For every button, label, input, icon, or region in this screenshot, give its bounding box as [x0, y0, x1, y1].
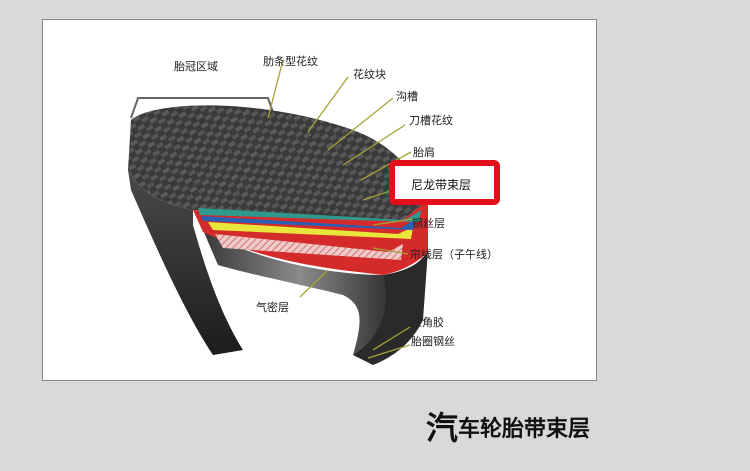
label-shoulder: 胎肩 [413, 146, 435, 159]
label-block-pattern: 花纹块 [353, 68, 386, 81]
label-sipe-pattern: 刀槽花纹 [409, 114, 453, 127]
highlight-box: 尼龙带束层 [389, 160, 500, 205]
tire-cross-section-illustration [43, 20, 597, 381]
label-rib-pattern: 肋条型花纹 [263, 55, 318, 68]
caption-title: 汽车轮胎带束层 [426, 403, 590, 449]
label-tread-area: 胎冠区域 [174, 60, 218, 73]
label-nylon-belt: 尼龙带束层 [411, 176, 471, 193]
label-apex: 三角胶 [411, 316, 444, 329]
label-bead-wire: 胎圈钢丝 [411, 335, 455, 348]
caption-rest: 车轮胎带束层 [458, 417, 590, 442]
label-ply: 帘线层（子午线） [410, 248, 498, 261]
diagram-panel: 胎冠区域 肋条型花纹 花纹块 沟槽 刀槽花纹 胎肩 尼龙带束层 钢丝层 帘线层（… [42, 19, 597, 381]
label-groove: 沟槽 [396, 90, 418, 103]
label-steel-belt: 钢丝层 [412, 217, 445, 230]
label-inner-liner: 气密层 [256, 301, 289, 314]
caption-first-char: 汽 [426, 409, 458, 447]
tire-tread-surface [128, 105, 428, 220]
